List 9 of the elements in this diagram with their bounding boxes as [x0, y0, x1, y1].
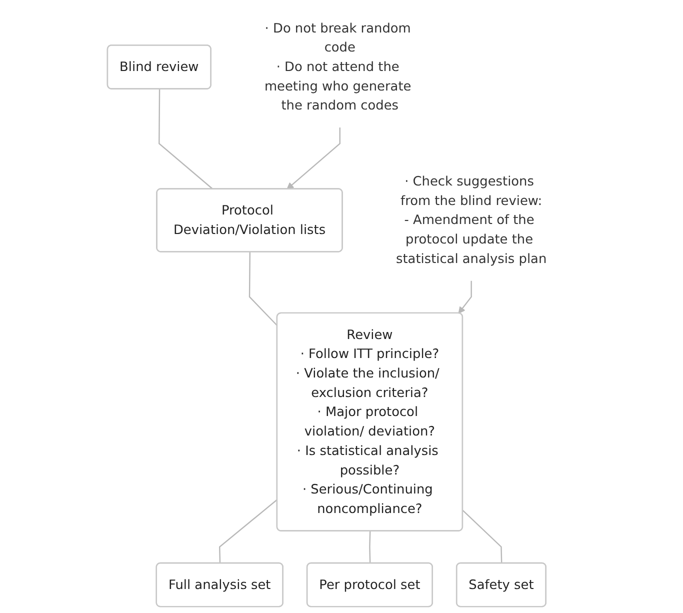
node-text: · Check suggestions from the blind review: - Amendment of the protocol update the statistical analysis plan [396, 173, 546, 266]
connector [218, 499, 278, 564]
node-text: · Do not break random code · Do not attend the meeting who generate the random codes [264, 20, 411, 113]
connector [158, 89, 213, 190]
connector [248, 252, 278, 326]
arrow [458, 280, 472, 314]
connector [368, 531, 370, 564]
arrow [286, 127, 340, 190]
connector [462, 510, 502, 564]
